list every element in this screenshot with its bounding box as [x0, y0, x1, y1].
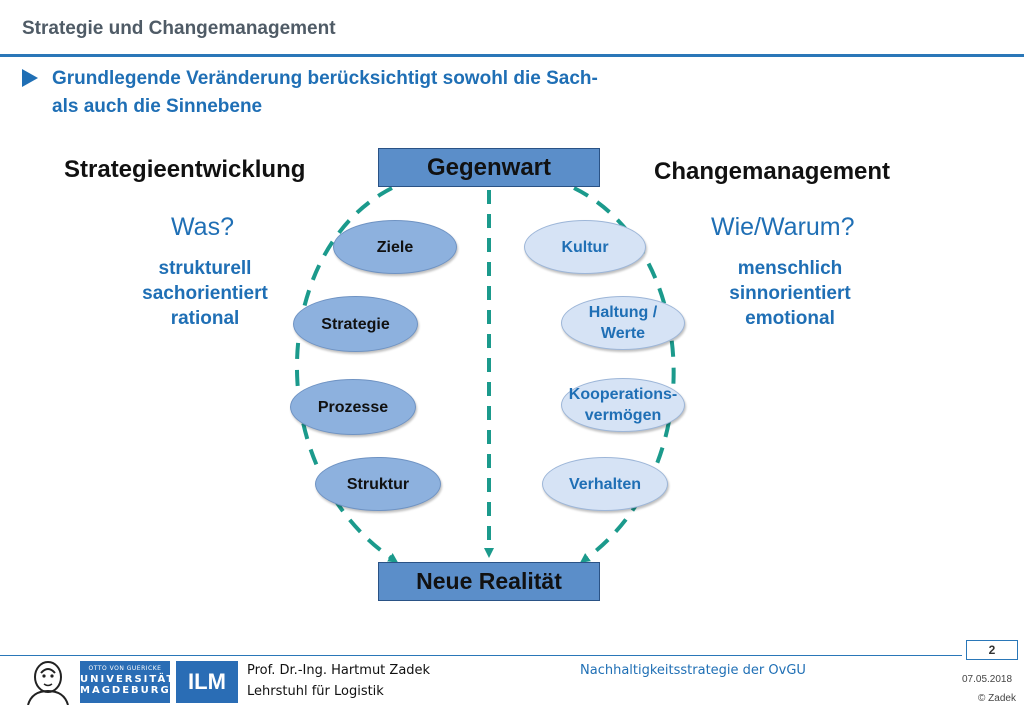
left-dashed-arc-arrow	[295, 186, 399, 563]
university-seal-logo	[27, 661, 69, 705]
oval-structure: Struktur	[315, 457, 441, 511]
oval-attitude-values: Haltung / Werte	[561, 296, 685, 350]
left-attributes: strukturell sachorientiert rational	[115, 256, 295, 331]
heading-change-management: Changemanagement	[654, 158, 891, 185]
present-box: Gegenwart	[378, 148, 600, 187]
attribute-item: sachorientiert	[142, 283, 268, 304]
oval-cooperation-ability: Kooperations-vermögen	[561, 378, 685, 432]
oval-strategy: Strategie	[293, 296, 418, 352]
footer-date: 07.05.2018	[962, 674, 1013, 685]
page-number: 2	[966, 640, 1018, 660]
right-dashed-arc-arrow	[573, 186, 676, 563]
page-header-title: Strategie und Changemanagement	[22, 18, 336, 39]
university-line-1: OTTO VON GUERICKE	[88, 665, 162, 672]
bullet-text-line-1: Grundlegende Veränderung berücksichtigt …	[52, 68, 598, 89]
attribute-item: menschlich	[737, 258, 843, 279]
question-how-why: Wie/Warum?	[711, 213, 855, 241]
footer-divider	[0, 655, 962, 656]
university-line-2: UNIVERSITÄT	[80, 674, 176, 685]
footer-author: Prof. Dr.-Ing. Hartmut Zadek	[247, 663, 431, 678]
oval-behavior: Verhalten	[542, 457, 668, 511]
oval-processes: Prozesse	[290, 379, 416, 435]
bullet-text-line-2: als auch die Sinnebene	[52, 96, 263, 117]
attribute-item: rational	[170, 308, 240, 329]
footer-center-title: Nachhaltigkeitsstrategie der OvGU	[580, 663, 806, 678]
ilm-logo: ILM	[176, 661, 238, 703]
oval-goals: Ziele	[333, 220, 457, 274]
question-what: Was?	[171, 213, 234, 241]
right-attributes: menschlich sinnorientiert emotional	[700, 256, 880, 331]
header-divider	[0, 54, 1024, 57]
attribute-item: strukturell	[158, 258, 252, 279]
attribute-item: emotional	[745, 308, 835, 329]
university-line-3: MAGDEBURG	[80, 685, 171, 696]
oval-culture: Kultur	[524, 220, 646, 274]
attribute-item: sinnorientiert	[729, 283, 851, 304]
heading-strategy-development: Strategieentwicklung	[64, 156, 306, 183]
footer-chair: Lehrstuhl für Logistik	[247, 684, 384, 699]
footer-copyright: © Zadek	[978, 693, 1016, 704]
new-reality-box: Neue Realität	[378, 562, 600, 601]
university-logo-block: OTTO VON GUERICKE UNIVERSITÄT MAGDEBURG	[80, 661, 176, 703]
triangle-bullet-icon	[22, 69, 38, 87]
